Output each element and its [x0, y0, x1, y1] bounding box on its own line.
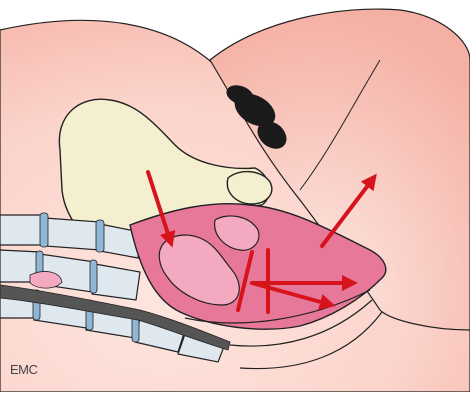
credit-label: EMC	[10, 362, 37, 377]
